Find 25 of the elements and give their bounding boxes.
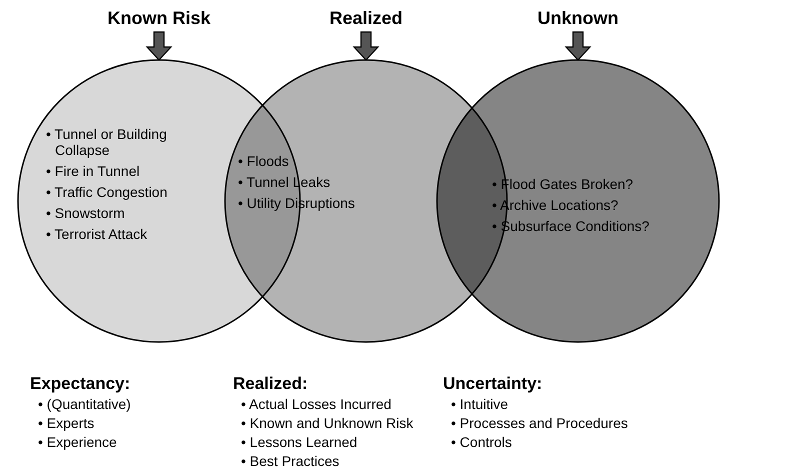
column-heading: Unknown — [538, 8, 618, 29]
column-heading: Realized — [329, 8, 403, 29]
bullet-item: • Terrorist Attack — [46, 226, 148, 242]
bullet-item: • Intuitive — [451, 396, 508, 412]
bullet-item: • Actual Losses Incurred — [241, 396, 392, 412]
bullet-item: • Fire in Tunnel — [46, 163, 141, 179]
down-arrow — [352, 31, 380, 61]
bullet-item: • Experts — [38, 415, 94, 431]
down-arrow — [564, 31, 592, 61]
bullet-item: • Processes and Procedures — [451, 415, 628, 431]
bullet-item: • Floods — [238, 153, 290, 169]
bullet-item: • (Quantitative) — [38, 396, 131, 412]
bullet-item: • Experience — [38, 434, 117, 450]
bullet-item: • Best Practices — [241, 453, 340, 469]
bullet-item: • Traffic Congestion — [46, 184, 168, 200]
bullet-item: • Snowstorm — [46, 205, 126, 221]
bullet-item: • Lessons Learned — [241, 434, 358, 450]
section-heading: Uncertainty: — [443, 374, 542, 394]
down-arrow — [146, 31, 172, 61]
bullet-item: • Known and Unknown Risk — [241, 415, 414, 431]
bullet-item: • Controls — [451, 434, 512, 450]
section-heading: Realized: — [233, 374, 308, 394]
column-heading: Known Risk — [108, 8, 210, 29]
bullet-item: • Tunnel or Building Collapse — [46, 126, 168, 158]
section-heading: Expectancy: — [30, 374, 130, 394]
